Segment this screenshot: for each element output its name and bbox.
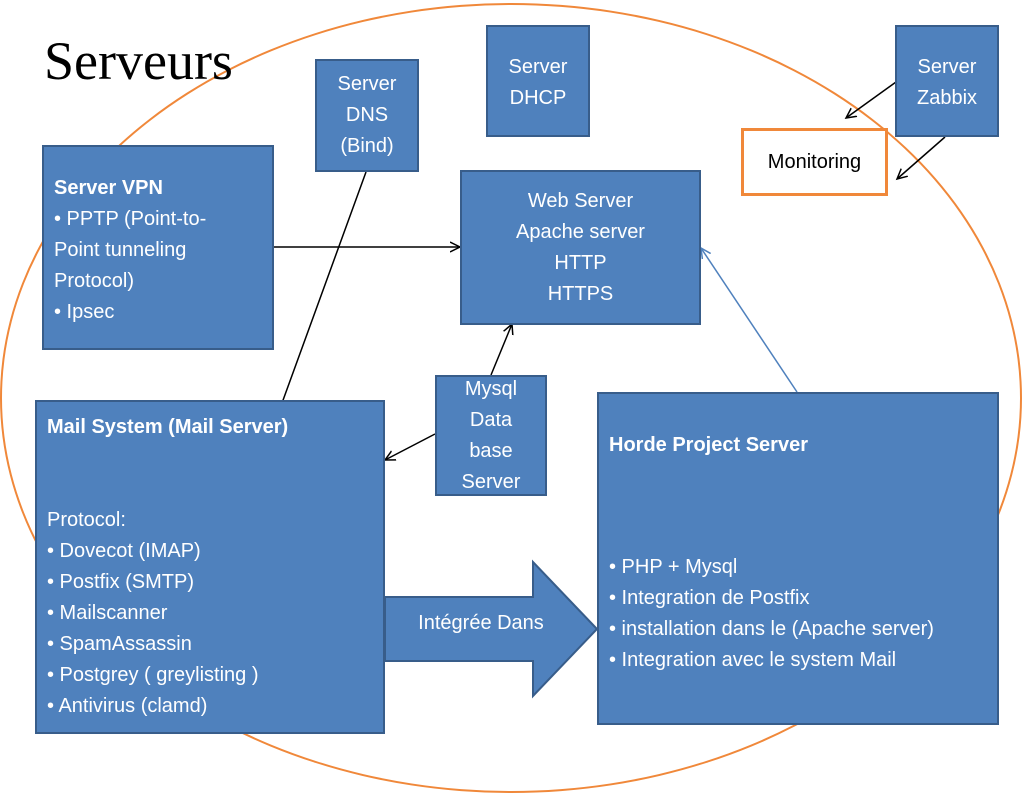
mysql-line: Mysql bbox=[464, 377, 518, 400]
mail-line: Protocol: bbox=[47, 509, 126, 531]
horde-line: • installation dans le (Apache server) bbox=[609, 618, 934, 640]
web-server-box: Web Server Apache server HTTP HTTPS bbox=[460, 170, 701, 325]
mail-line: • Antivirus (clamd) bbox=[47, 695, 208, 717]
web-line: Apache server bbox=[516, 220, 645, 243]
dns-line: Server bbox=[337, 73, 397, 95]
connector-mysql-to-mail bbox=[385, 433, 436, 460]
web-line: HTTPS bbox=[547, 282, 614, 305]
dns-line: DNS bbox=[345, 104, 389, 126]
horde-server-box: Horde Project Server • PHP + Mysql • Int… bbox=[597, 392, 999, 725]
horde-line: • Integration de Postfix bbox=[609, 587, 810, 609]
monitoring-label: Monitoring bbox=[767, 150, 862, 173]
mysql-line: Server bbox=[461, 470, 521, 493]
page-title: Serveurs bbox=[44, 31, 233, 91]
vpn-line: Protocol) bbox=[54, 270, 135, 292]
mail-line: • Postgrey ( greylisting ) bbox=[47, 664, 259, 686]
monitoring-box: Monitoring bbox=[741, 128, 888, 196]
web-line: HTTP bbox=[554, 251, 607, 274]
vpn-heading: Server VPN bbox=[54, 177, 163, 199]
dns-line: (Bind) bbox=[340, 135, 394, 157]
zabbix-line: Zabbix bbox=[916, 87, 978, 109]
connector-dns-to-mail bbox=[274, 171, 367, 425]
zabbix-server-box: Server Zabbix bbox=[895, 25, 999, 137]
mail-line: • Mailscanner bbox=[47, 602, 168, 624]
horde-line: • Integration avec le system Mail bbox=[609, 649, 897, 671]
block-arrow-label: Intégrée Dans bbox=[418, 612, 544, 634]
connectors bbox=[0, 81, 946, 699]
mysql-line: base bbox=[469, 439, 513, 462]
dhcp-server-box: Server DHCP bbox=[486, 25, 590, 137]
vpn-line: • Ipsec bbox=[54, 301, 115, 323]
dns-server-box: Server DNS (Bind) bbox=[315, 59, 419, 172]
connector-mysql-to-web bbox=[490, 324, 512, 376]
connector-zabbix-to-monitoring-2 bbox=[897, 136, 946, 179]
mail-line: • Postfix (SMTP) bbox=[47, 571, 195, 593]
dhcp-line: Server bbox=[508, 56, 568, 78]
mail-heading: Mail System (Mail Server) bbox=[47, 416, 289, 438]
mail-line: • Dovecot (IMAP) bbox=[47, 540, 201, 562]
mysql-server-box: Mysql Data base Server bbox=[435, 375, 547, 496]
mysql-line: Data bbox=[469, 408, 513, 431]
web-line: Web Server bbox=[527, 189, 634, 212]
connector-zabbix-to-monitoring-1 bbox=[846, 81, 897, 118]
mail-line: • SpamAssassin bbox=[47, 633, 192, 655]
vpn-server-box: Server VPN • PPTP (Point-to- Point tunne… bbox=[42, 145, 274, 350]
horde-line: • PHP + Mysql bbox=[609, 556, 738, 578]
dhcp-line: DHCP bbox=[509, 87, 567, 109]
horde-heading: Horde Project Server bbox=[609, 434, 808, 456]
vpn-line: • PPTP (Point-to- bbox=[54, 208, 207, 230]
connector-horde-to-web bbox=[701, 248, 798, 393]
vpn-line: Point tunneling bbox=[54, 239, 187, 261]
block-arrow-shape bbox=[384, 559, 599, 699]
mail-system-box: Mail System (Mail Server) Protocol: • Do… bbox=[35, 400, 385, 734]
zabbix-line: Server bbox=[917, 56, 977, 78]
